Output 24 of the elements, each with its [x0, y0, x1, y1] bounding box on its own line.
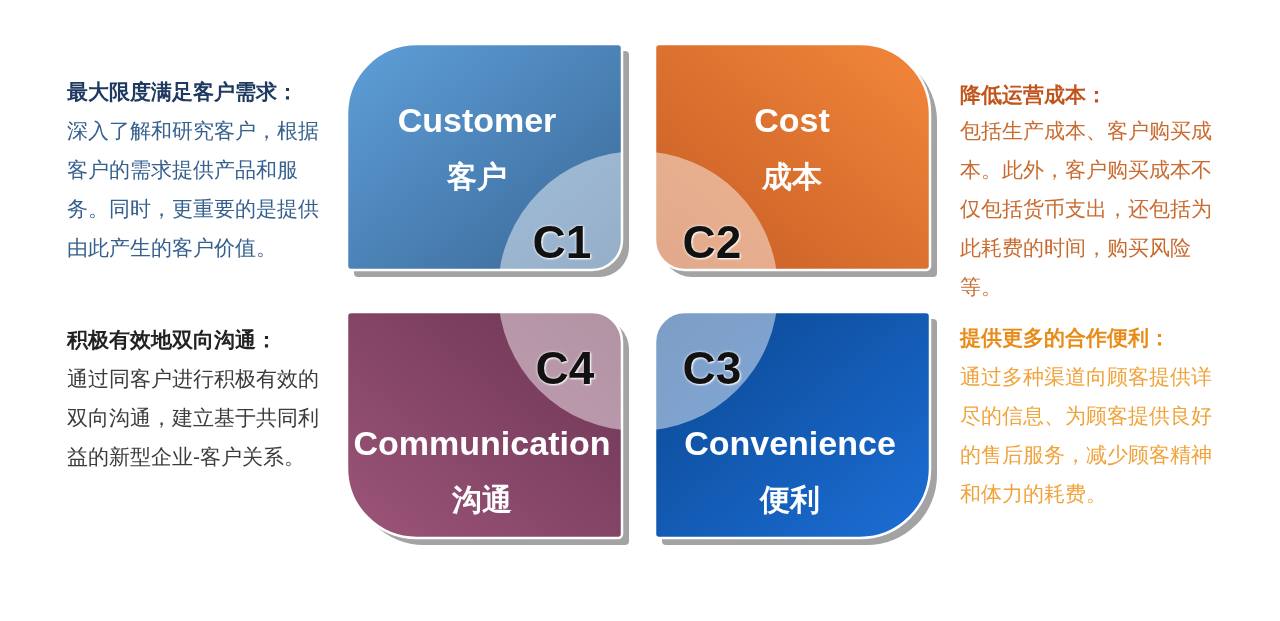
rounded-panel [653, 310, 940, 548]
heading: 积极有效地双向沟通： [67, 327, 278, 353]
heading: 最大限度满足客户需求： [67, 79, 299, 105]
heading: 提供更多的合作便利： [960, 325, 1171, 351]
corner-label: C1 [532, 219, 592, 265]
panel-subtitle: 便利 [760, 485, 820, 515]
rounded-panel [345, 42, 632, 280]
panel-title: Cost [754, 103, 830, 137]
description: 深入了解和研究客户，根据客户的需求提供产品和服务。同时，更重要的是提供由此产生的客户价值。 [67, 118, 320, 261]
panel-subtitle: 沟通 [452, 485, 512, 515]
rounded-panel [653, 42, 940, 280]
corner-label: C2 [682, 219, 742, 265]
heading: 降低运营成本： [960, 82, 1108, 108]
panel-title: Customer [397, 103, 557, 137]
description: 包括生产成本、客户购买成本。此外，客户购买成本不仅包括货币支出，还包括为此耗费的时间，购买风险等。 [960, 118, 1213, 300]
panel-subtitle: 成本 [762, 162, 822, 192]
panel-title: Communication [353, 426, 611, 460]
panel-title: Convenience [684, 426, 896, 460]
description: 通过多种渠道向顾客提供详尽的信息、为顾客提供良好的售后服务，减少顾客精神和体力的耗费。 [960, 364, 1213, 507]
corner-label: C4 [535, 345, 595, 391]
rounded-panel [345, 310, 632, 548]
description: 通过同客户进行积极有效的双向沟通，建立基于共同利益的新型企业-客户关系。 [67, 366, 320, 470]
panel-subtitle: 客户 [447, 162, 507, 192]
corner-label: C3 [682, 345, 742, 391]
